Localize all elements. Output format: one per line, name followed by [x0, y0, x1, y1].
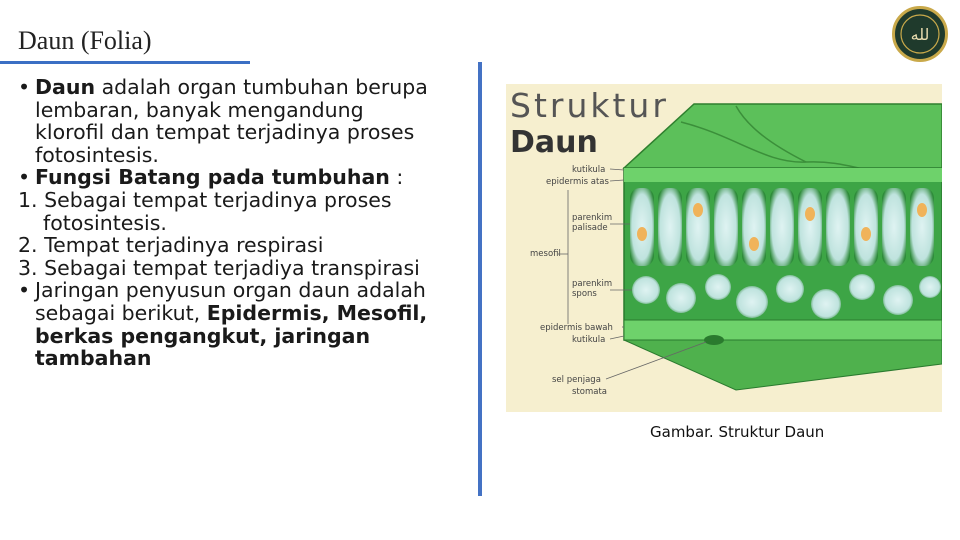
text-line: klorofil dan tempat terjadinya proses [35, 120, 415, 145]
text-line: sebagai berikut, Epidermis, Mesofil, [18, 302, 478, 325]
numbered-item-2: 2. Tempat terjadinya respirasi [18, 233, 324, 258]
bold-segment: tambahan [35, 346, 152, 371]
title-underline [0, 61, 250, 64]
nuclei [637, 203, 927, 251]
text-line: berkas pengangkut, jaringan [18, 323, 478, 348]
diagram-heading-daun: Daun [510, 125, 598, 160]
diagram-heading-struktur: Struktur [510, 86, 669, 125]
label-epidermis-bawah: epidermis bawah [540, 323, 613, 333]
stomata-opening [704, 335, 724, 345]
label-epidermis-atas: epidermis atas [546, 177, 609, 187]
label-parenkim-palisade: parenkim [572, 213, 612, 223]
institution-logo: ﻟﻠﻪ [892, 6, 948, 62]
bullet-marker: • [18, 278, 31, 303]
bullet-marker: • [18, 75, 31, 99]
text-line: lembaran, banyak mengandung [35, 97, 364, 122]
bold-segment: Epidermis, Mesofil, [206, 300, 428, 325]
label-kutikula-top: kutikula [572, 165, 605, 175]
text-segment: sebagai berikut, [35, 300, 207, 325]
bullet-item-jaringan: •Jaringan penyusun organ daun adalah [18, 279, 478, 302]
label-stomata: stomata [572, 387, 607, 397]
label-spons: spons [572, 289, 597, 299]
label-kutikula-bottom: kutikula [572, 335, 605, 345]
slide-title: Daun (Folia) [18, 26, 152, 55]
body-text: •Daun adalah organ tumbuhan berupa lemba… [18, 76, 478, 370]
term-daun: Daun [35, 75, 96, 99]
leaf-structure-diagram: Struktur Daun [506, 84, 943, 412]
spongy-cells [632, 274, 941, 319]
text-line: fotosintesis. [43, 210, 167, 235]
label-sel-penjaga: sel penjaga [552, 375, 601, 385]
label-mesofil: mesofil [530, 249, 561, 259]
text-segment: Jaringan penyusun organ daun adalah [35, 278, 426, 303]
logo-lettering: ﻟﻠﻪ [911, 25, 930, 44]
text-line: fotosintesis. [35, 142, 159, 167]
label-palisade: palisade [572, 223, 608, 233]
bullet-item-daun: •Daun adalah organ tumbuhan berupa [18, 76, 478, 99]
label-parenkim-spons: parenkim [572, 279, 612, 289]
text-line: tambahan [18, 347, 478, 370]
vertical-divider [478, 62, 482, 496]
lower-epidermis [623, 319, 943, 341]
term-fungsi: Fungsi Batang pada tumbuhan [35, 165, 390, 190]
numbered-item-3: 3. Sebagai tempat terjadiya transpirasi [18, 255, 420, 280]
text-segment: adalah organ tumbuhan berupa [95, 75, 428, 99]
bullet-marker: • [18, 165, 31, 190]
text-segment: : [389, 165, 404, 190]
numbered-item-1: 1. Sebagai tempat terjadinya proses [18, 187, 392, 212]
figure-caption: Gambar. Struktur Daun [650, 423, 825, 441]
bold-segment: berkas pengangkut, jaringan [35, 323, 371, 348]
bullet-item-fungsi: •Fungsi Batang pada tumbuhan : [18, 166, 478, 189]
palisade-cells [630, 188, 934, 266]
